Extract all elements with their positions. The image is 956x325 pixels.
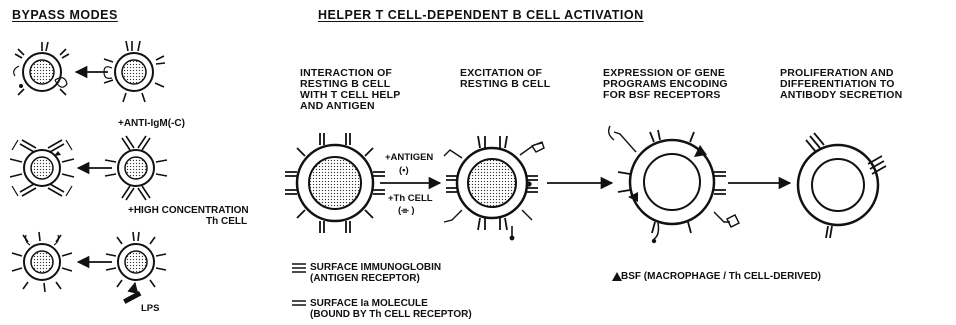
bypass-lps-row (12, 232, 166, 304)
cell-antibody-secreting (798, 133, 886, 238)
cell-resting-b (285, 133, 385, 233)
bypass-anti-igm-row (14, 41, 165, 102)
legend-bsf-triangle (612, 272, 622, 281)
legend-ia-symbol (292, 301, 306, 305)
cell-bypass1-start (104, 41, 165, 102)
cell-bypass2-result (10, 140, 74, 196)
cell-bsf-receptor (609, 126, 739, 243)
cell-excited-b (444, 136, 544, 240)
legend-ig-symbol (292, 264, 306, 272)
lps-arrow (123, 283, 141, 304)
cell-bypass3-result (12, 232, 72, 292)
cell-bypass1-result (14, 42, 69, 95)
cell-bypass2-start (105, 136, 167, 200)
bypass-high-th-row (10, 136, 167, 200)
cell-bypass3-start (106, 232, 166, 287)
